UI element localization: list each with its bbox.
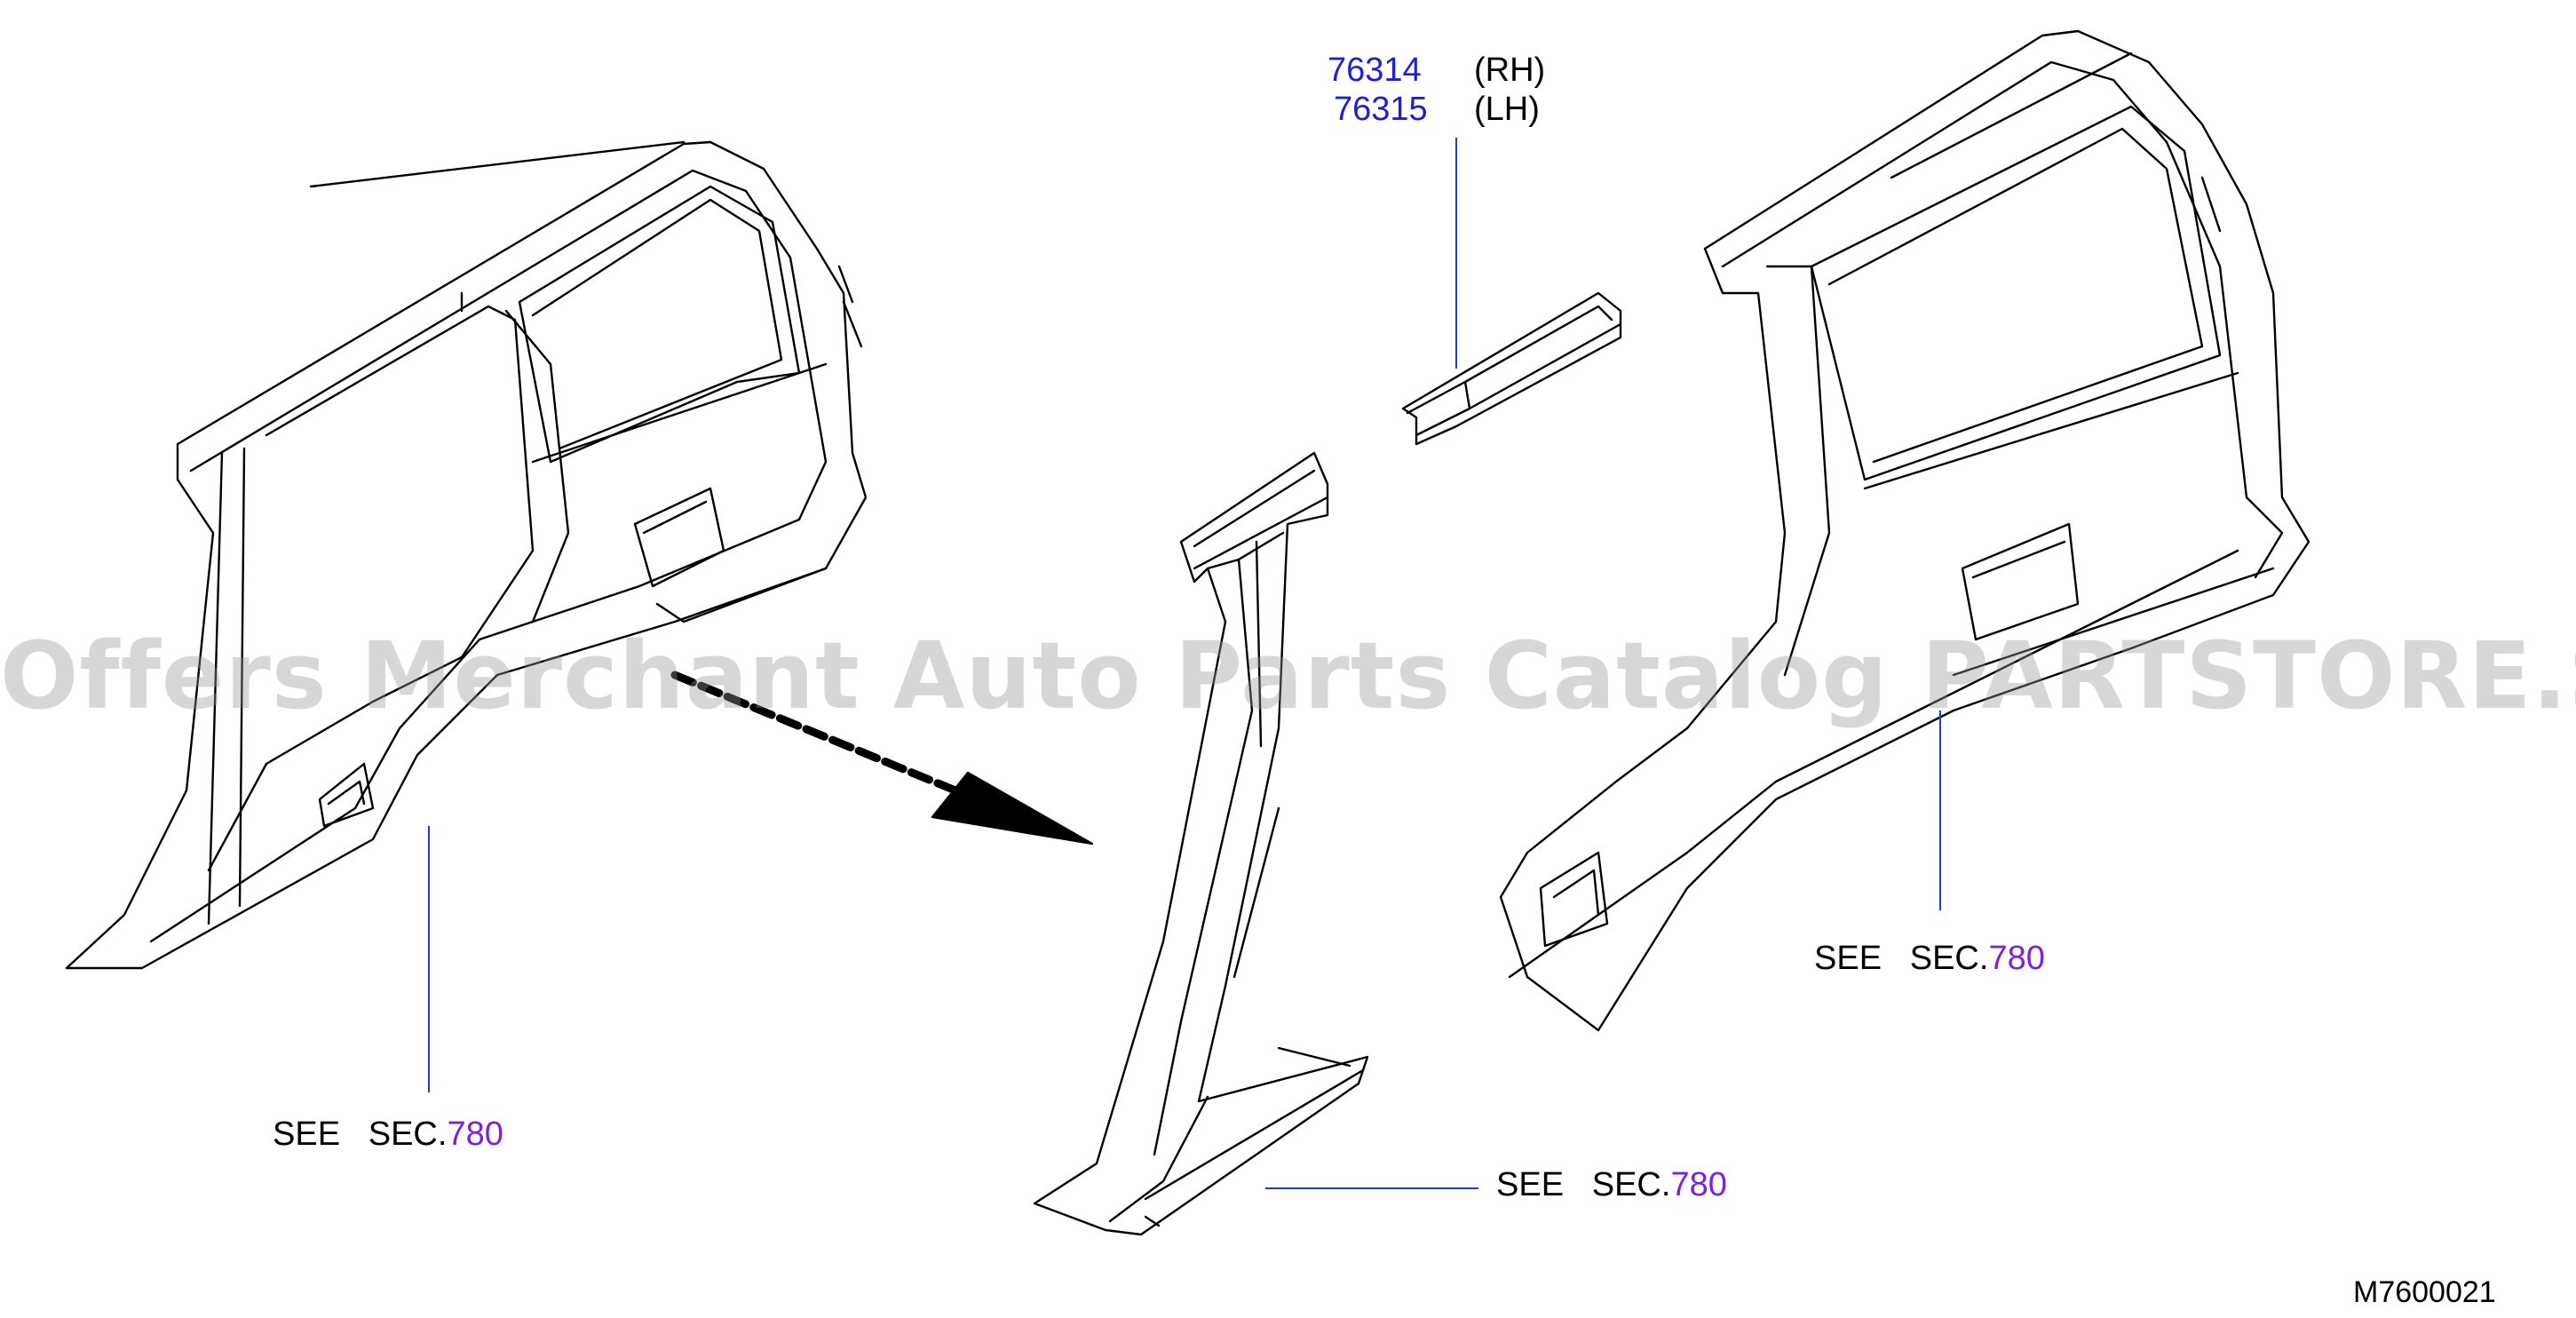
- side-panel-assembly-right: [1499, 29, 2310, 1032]
- reference-right: SEE SEC.780: [1814, 941, 2045, 975]
- see-label: SEE: [1496, 1166, 1565, 1203]
- pillar-part: [1033, 451, 1369, 1236]
- watermark: Offers Merchant Auto Parts Catalog PARTS…: [0, 622, 2576, 730]
- see-label: SEE: [273, 1116, 341, 1153]
- diagram-code: M7600021: [2353, 1275, 2496, 1309]
- part-side-rh: (RH): [1474, 52, 1546, 89]
- arrow-head: [931, 771, 1094, 846]
- sec-link-left[interactable]: 780: [447, 1116, 503, 1153]
- sec-prefix: SEC.: [1909, 940, 1989, 977]
- reference-left: SEE SEC.780: [273, 1117, 503, 1151]
- sec-link-right[interactable]: 780: [1988, 940, 2045, 977]
- arrow-shaft: [670, 671, 981, 804]
- see-label: SEE: [1814, 940, 1882, 977]
- reference-center: SEE SEC.780: [1496, 1168, 1727, 1202]
- side-panel-assembly-left: [65, 140, 868, 970]
- part-number-lh[interactable]: 76315: [1334, 91, 1428, 128]
- sec-link-center[interactable]: 780: [1670, 1166, 1727, 1203]
- sec-prefix: SEC.: [1591, 1166, 1671, 1203]
- part-number-rh[interactable]: 76314: [1328, 52, 1422, 89]
- part-side-lh: (LH): [1474, 91, 1540, 128]
- reinforcement-part: [1401, 291, 1622, 446]
- sec-prefix: SEC.: [368, 1116, 448, 1153]
